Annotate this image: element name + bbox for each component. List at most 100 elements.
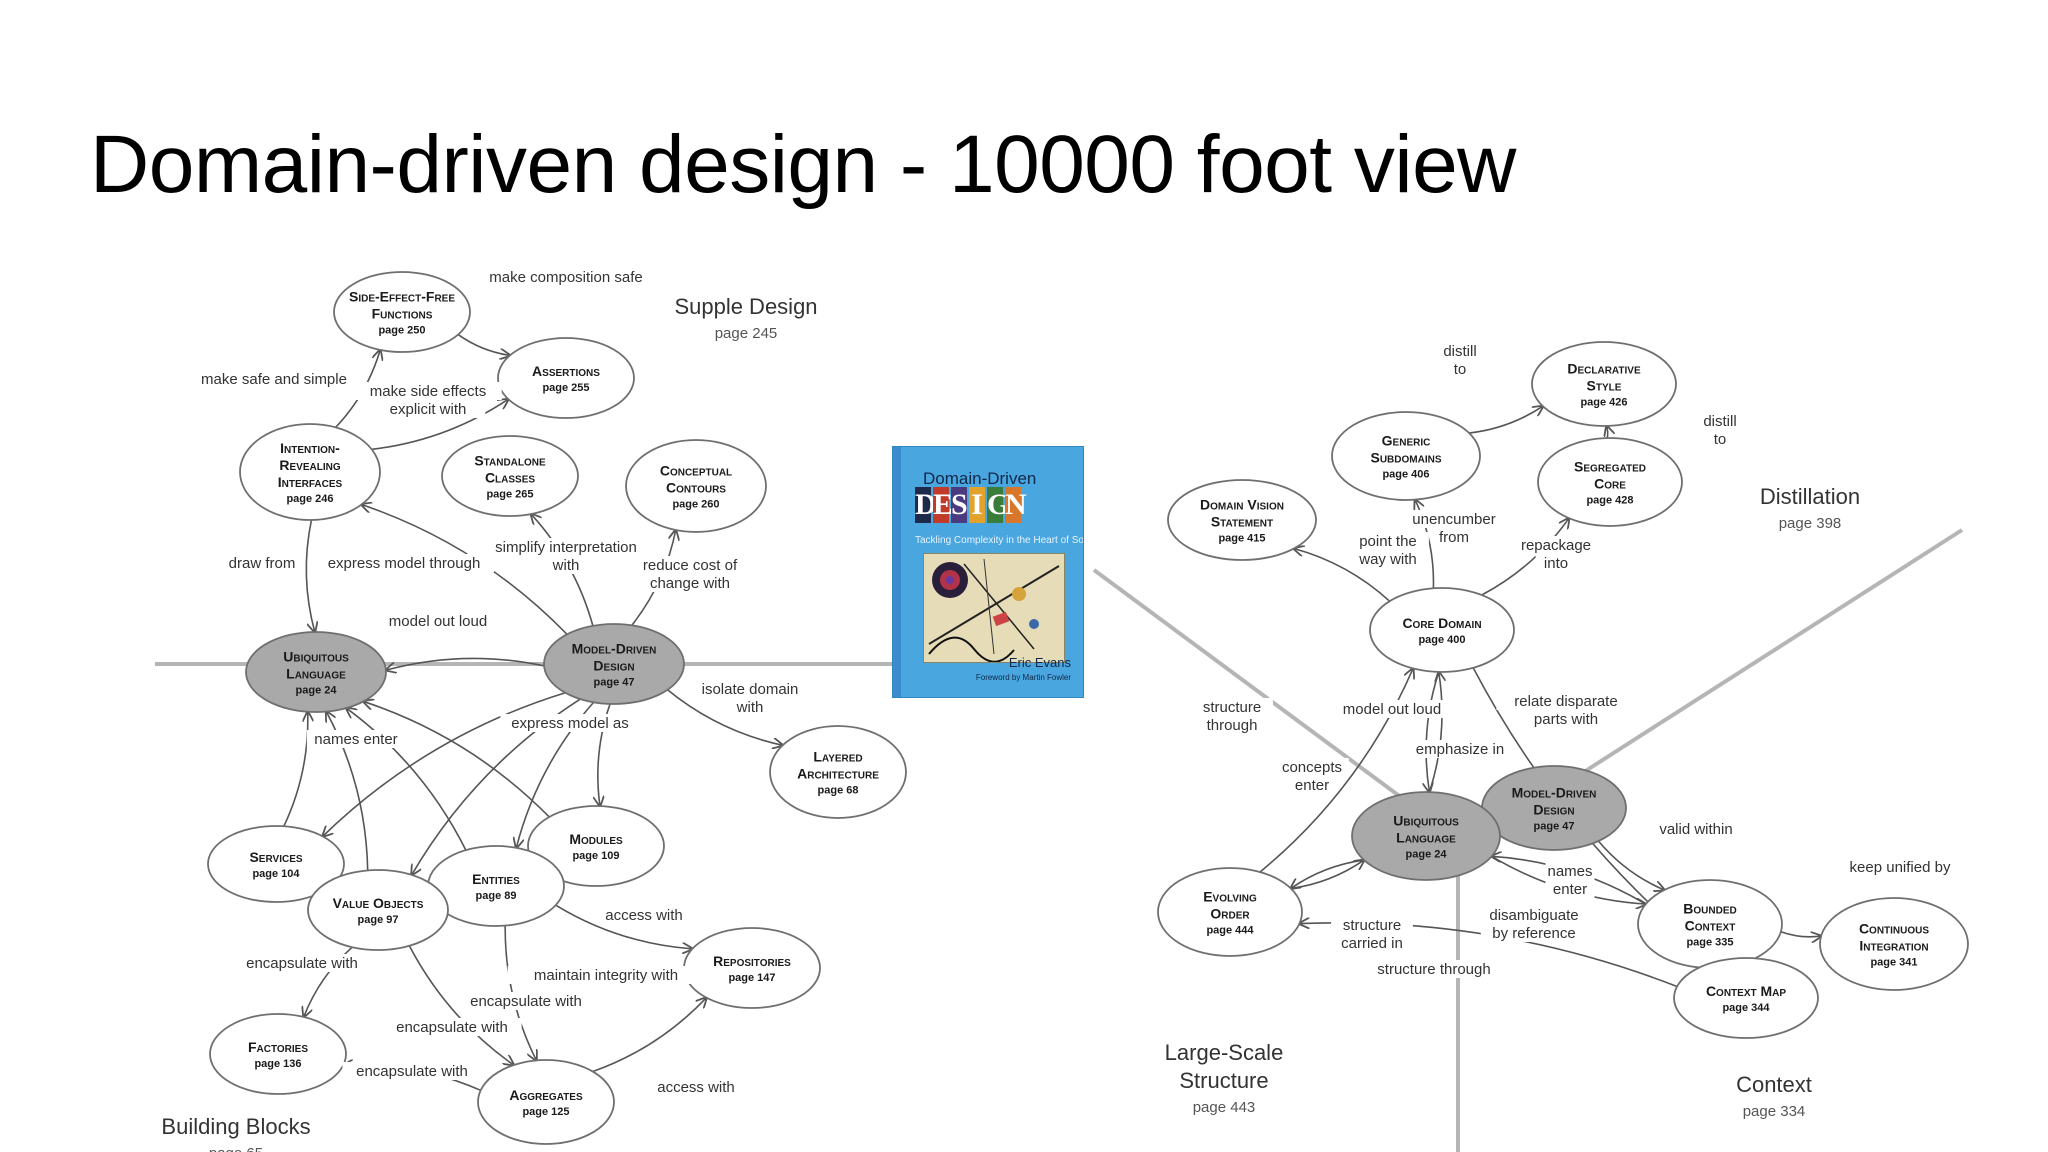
node-page-ref: page 341 — [1870, 957, 1917, 969]
relationship-label-line: change with — [650, 575, 730, 592]
node-factories: Factoriespage 136 — [210, 1014, 346, 1094]
relationship-label-line: structure — [1343, 917, 1401, 934]
label-make-composition-safe: make composition safe — [476, 268, 656, 286]
relationship-label-line: express model through — [328, 555, 481, 572]
node-value-objects: Value Objectspage 97 — [308, 870, 448, 950]
relationship-arrow-intention-revealing-to-ubiquitous-language-left — [306, 520, 315, 632]
node-page-ref: page 97 — [358, 914, 399, 926]
relationship-label-line: carried in — [1341, 935, 1403, 952]
node-title-line: Order — [1210, 906, 1250, 922]
node-page-ref: page 109 — [572, 850, 619, 862]
relationship-label-line: distill — [1443, 343, 1476, 360]
relationship-label-line: to — [1454, 361, 1467, 378]
node-page-ref: page 406 — [1382, 469, 1429, 481]
region-page-ref: page 65 — [209, 1145, 263, 1152]
relationship-label-line: names enter — [314, 731, 397, 748]
node-ubiquitous-language-right: UbiquitousLanguagepage 24 — [1352, 792, 1500, 880]
region-large-scale-2: Structure page 443 — [1179, 1068, 1268, 1116]
label-make-side-effects-explicit: make side effectsexplicit with — [354, 382, 501, 418]
label-encapsulate-with-4: encapsulate with — [342, 1062, 481, 1080]
relationship-label-line: to — [1714, 431, 1727, 448]
relationship-label-line: access with — [605, 907, 683, 924]
node-title-line: Evolving — [1203, 889, 1257, 905]
relationship-arrow-segregated-core-to-declarative-style — [1607, 426, 1608, 438]
label-concepts-enter: conceptsenter — [1275, 758, 1349, 794]
label-make-safe-and-simple: make safe and simple — [188, 370, 360, 388]
node-declarative-style: DeclarativeStylepage 426 — [1532, 342, 1676, 426]
node-page-ref: page 400 — [1418, 634, 1465, 646]
node-page-ref: page 24 — [296, 685, 338, 697]
region-name: Context — [1736, 1072, 1812, 1097]
book-cover: Domain-Driven D E S I G N Tackling Compl… — [892, 446, 1084, 698]
label-access-with-1: access with — [595, 906, 693, 924]
label-point-the-way-with: point theway with — [1347, 532, 1429, 568]
relationship-label-line: unencumber — [1412, 511, 1495, 528]
node-title-line: Layered — [813, 749, 862, 765]
relationship-label-line: parts with — [1534, 711, 1598, 728]
node-title-line: Ubiquitous — [1393, 813, 1459, 829]
node-page-ref: page 255 — [542, 382, 589, 394]
relationship-label-line: through — [1207, 717, 1258, 734]
node-title-line: Model-Driven — [1512, 785, 1597, 801]
node-assertions: Assertionspage 255 — [498, 338, 634, 418]
region-name: Structure — [1179, 1068, 1268, 1093]
node-page-ref: page 147 — [728, 972, 775, 984]
relationship-label-line: enter — [1553, 881, 1587, 898]
node-title-line: Integration — [1859, 938, 1928, 954]
label-reduce-cost-of-change: reduce cost ofchange with — [629, 556, 752, 592]
book-title-letter: G — [987, 487, 1003, 523]
node-page-ref: page 426 — [1580, 397, 1627, 409]
relationship-arrow-side-effect-free-to-assertions — [458, 335, 510, 356]
region-name: Supple Design — [674, 294, 817, 319]
relationship-label-line: keep unified by — [1850, 859, 1951, 876]
label-valid-within: valid within — [1643, 820, 1749, 838]
label-express-model-through: express model through — [314, 554, 494, 572]
book-top-line: Domain-Driven — [923, 469, 1036, 489]
relationship-label-line: explicit with — [390, 401, 467, 418]
node-conceptual-contours: ConceptualContours page 260 — [626, 440, 766, 532]
relationship-label-line: model out loud — [389, 613, 487, 630]
region-page-ref: page 398 — [1779, 515, 1842, 532]
relationship-label-line: structure — [1203, 699, 1261, 716]
node-page-ref: page 68 — [818, 785, 859, 797]
node-title-line: Functions — [372, 306, 433, 322]
label-emphasize-in: emphasize in — [1407, 740, 1513, 758]
node-title-line: Contours — [666, 480, 726, 496]
node-page-ref: page 260 — [672, 499, 719, 511]
node-title-line: Domain Vision — [1200, 497, 1284, 513]
relationship-label-line: express model as — [511, 715, 629, 732]
node-title-line: Conceptual — [660, 463, 732, 479]
node-title-line: Model-Driven — [572, 641, 657, 657]
node-title-line: Side-Effect-Free — [349, 289, 455, 305]
region-page-ref: page 443 — [1193, 1099, 1256, 1116]
relationship-label-line: maintain integrity with — [534, 967, 678, 984]
region-name: Building Blocks — [161, 1114, 310, 1139]
node-page-ref: page 89 — [476, 890, 517, 902]
node-page-ref: page 250 — [378, 325, 425, 337]
relationship-label-line: make safe and simple — [201, 371, 347, 388]
node-title-line: Segregated — [1574, 459, 1646, 475]
region-supple: Supple Designpage 245 — [674, 294, 817, 342]
relationship-label-line: by reference — [1492, 925, 1575, 942]
relationship-label-line: simplify interpretation — [495, 539, 637, 556]
relationship-label-line: make composition safe — [489, 269, 642, 286]
node-title-line: Design — [1533, 802, 1574, 818]
node-title-line: Standalone — [474, 453, 546, 469]
relationship-arrow-ubiquitous-language-right-to-core-domain — [1429, 672, 1442, 792]
relationship-label-line: enter — [1295, 777, 1329, 794]
relationship-label-line: relate disparate — [1514, 693, 1617, 710]
relationship-arrow-services-to-ubiquitous-language-left — [284, 712, 308, 827]
node-page-ref: page 104 — [252, 868, 300, 880]
book-title-letter: D — [915, 487, 931, 523]
node-page-ref: page 335 — [1686, 937, 1733, 949]
node-title-line: Modules — [569, 831, 623, 847]
book-title-letter: E — [933, 487, 949, 523]
label-isolate-domain-with: isolate domainwith — [689, 680, 812, 716]
node-title-line: Classes — [485, 470, 535, 486]
relationship-label-line: draw from — [229, 555, 296, 572]
relationship-label-line: into — [1544, 555, 1568, 572]
